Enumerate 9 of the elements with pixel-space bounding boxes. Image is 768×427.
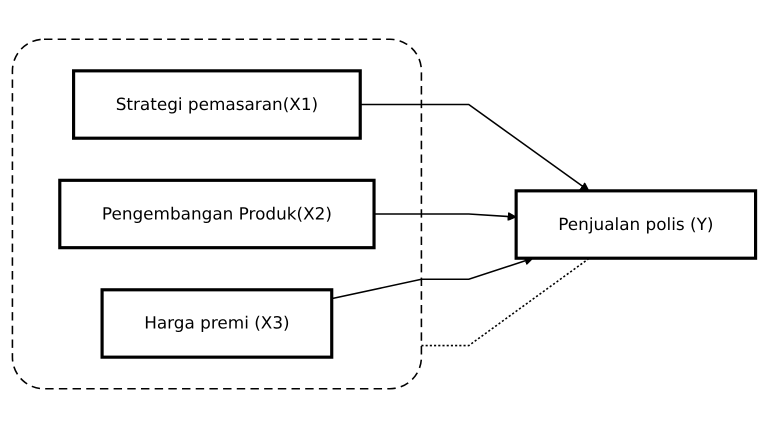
node-box [58,178,376,249]
node-box [514,188,758,260]
arrow [374,211,517,221]
cluster [12,38,422,390]
node-box [100,288,334,358]
diagram: Strategi pemasaran(X1) Pengembangan Produk(X2) Harga premi (X3) Penjualan polis (Y) [4,4,764,424]
connector [421,257,590,346]
arrow [360,103,590,191]
node-box [72,68,362,140]
